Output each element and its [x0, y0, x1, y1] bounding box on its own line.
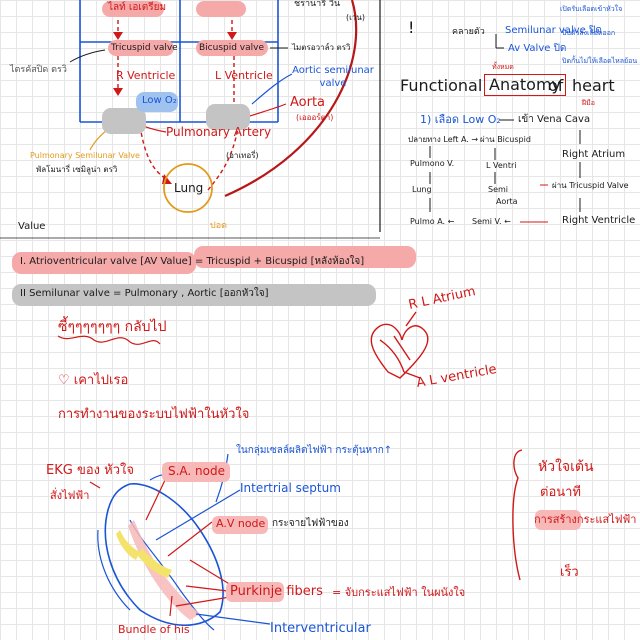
- circulation-arc: [224, 0, 358, 198]
- aortic-semilunar-label: Aortic semilunar valve: [292, 65, 374, 89]
- highlight-right-atrium: [102, 1, 164, 17]
- flow-bicuspid: ผ่าน Bicuspid: [480, 135, 531, 144]
- highlight-tricuspid: [108, 40, 174, 56]
- small-note-1: เปิดรับเลือดเข้าหัวใจ: [560, 5, 623, 13]
- highlight-av-row: [12, 252, 196, 274]
- flow-pulmo-a: Pulmo A. ←: [410, 217, 455, 226]
- lung-thai: ปอด: [210, 221, 227, 231]
- thai-line-2: การทำงานของระบบไฟฟ้าในหัวใจ: [58, 407, 250, 422]
- flow-right-atrium: Right Atrium: [562, 149, 626, 160]
- sa-node-note: ในกลุ่มเซลล์ผลิตไฟฟ้า กระตุ้นหาก↑: [236, 445, 393, 456]
- flow-chart-arrows: [429, 34, 581, 223]
- semilunar-open-label: Semilunar valve ปิด: [505, 25, 602, 36]
- scribble-underline: [57, 335, 161, 345]
- highlight-av-node: [212, 516, 268, 534]
- sa-node-label: S.A. node: [168, 464, 226, 478]
- highlight-valve-left: [102, 108, 146, 134]
- valve-heading: Value: [18, 221, 46, 232]
- bundle-of-his-label: Bundle of his: [118, 623, 190, 636]
- title-above-note: ทั้งหมด: [492, 63, 514, 71]
- tricuspid-label: Tricuspid valve: [111, 43, 178, 53]
- ekg-heart-diagram: [97, 473, 224, 631]
- exclaim-mark: !: [408, 18, 415, 37]
- ekg-label: EKG ของ หัวใจ: [46, 463, 134, 478]
- highlight-box-line: [535, 510, 581, 530]
- lung-label: Lung: [174, 181, 204, 195]
- vein-note: (เวน): [346, 13, 365, 22]
- r-ventricle-label: R Ventricle: [116, 69, 176, 82]
- flow-left-a: ปลายทาง Left A. →: [408, 135, 479, 144]
- small-note-2: ปิดกั้นไม่ให้เลือดไหลย้อน: [562, 57, 638, 65]
- highlight-semilunar-row: [12, 284, 376, 306]
- av-node-label: A.V node: [216, 517, 266, 530]
- heart-chamber-grid: [79, 0, 279, 123]
- flow-lung: Lung: [412, 185, 432, 194]
- interatrial-septum-label: Intertrial septum: [240, 481, 341, 495]
- right-atrium-label: ไลท์ เอเตรียม: [108, 2, 167, 13]
- pulmonary-semilunar-label: Pulmonary Semilunar Valve: [30, 151, 140, 160]
- pulmonary-artery-label: Pulmonary Artery: [166, 125, 272, 139]
- tricuspid-note: ไตรคัสปิด ตรวิ: [10, 65, 67, 75]
- thai-line-1: ♡ เคาไปเรอ: [58, 373, 129, 388]
- flow-head: 1) เลือด Low O₂: [420, 113, 501, 126]
- flow-semi: Semi: [488, 185, 509, 194]
- title-below-note: ฝีมือ: [582, 99, 595, 107]
- flow-semi-v: Semi V. ←: [472, 217, 511, 226]
- box-line-4: เร็ว: [560, 565, 579, 580]
- purkinje-label: Purkinje fibers: [230, 584, 323, 599]
- ekg-sub-label: สั่งไฟฟ้า: [50, 489, 90, 502]
- box-line-1: หัวใจเต้น: [538, 459, 594, 475]
- flow-vena: เข้า Vena Cava: [518, 114, 591, 125]
- highlight-bicuspid: [196, 40, 268, 56]
- highlight-valve-right: [206, 104, 250, 130]
- highlight-purkinje: [226, 582, 284, 602]
- l-ventricle-label: L Ventricle: [215, 69, 273, 82]
- flow-right-ventricle: Right Ventricle: [562, 215, 636, 226]
- box-line-3: การสร้างกระแสไฟฟ้า: [534, 513, 637, 526]
- aorta-label: Aorta: [290, 95, 326, 110]
- flow-l-ventri: L Ventri: [486, 161, 517, 170]
- av-valve-row: I. Atrioventricular valve [AV Value] = T…: [20, 256, 365, 267]
- scribble-note: ซี้ๆๆๆๆๆๆๆ กลับไป: [58, 319, 167, 335]
- aorta-thai: (เอออร์ตา): [296, 113, 334, 122]
- title-functional: Functional: [400, 76, 483, 95]
- note-bracket: [512, 449, 523, 581]
- pulmonary-semilunar-thai: พัลโมนารี่ เซมิลูน่า ตรวิ: [36, 165, 118, 174]
- bicuspid-label: Bicuspid valve: [199, 43, 265, 53]
- heart-doodle: [370, 311, 429, 379]
- av-node-note: กระจายไฟฟ้าของ: [272, 518, 349, 529]
- low-o2-label: Low O₂: [142, 95, 177, 106]
- highlight-low-o2: [136, 92, 178, 112]
- lung-circle: [163, 163, 213, 213]
- title-heart: heart: [572, 76, 615, 95]
- bicuspid-note: ไมตรอวาล์ว ตรวิ: [292, 43, 351, 52]
- flow-tricuspid: ผ่าน Tricuspid Valve: [552, 181, 629, 190]
- av-closed-label: Av Valve ปิด: [508, 43, 567, 54]
- highlight-av-valve: [194, 246, 416, 268]
- semilunar-row: II Semilunar valve = Pulmonary , Aortic …: [20, 288, 269, 299]
- highlight-left-atrium: [196, 1, 246, 17]
- flow-pulmo-v: Pulmono V.: [410, 159, 455, 168]
- purkinje-note: = จับกระแสไฟฟ้า ในผนังใจ: [332, 586, 466, 599]
- interventricular-label: Interventricular: [270, 621, 371, 636]
- close-label: คลายตัว: [452, 27, 485, 37]
- flow-arrows-dashed: [117, 6, 239, 191]
- title-of: of: [548, 76, 564, 95]
- title-anatomy-boxed: Anatomy: [484, 74, 567, 96]
- pulmonary-artery-thai: (อาเทอรี่): [226, 151, 259, 160]
- vena-cava-label: ชรานารี วีน: [294, 0, 341, 9]
- box-line-2: ต่อนาที: [540, 485, 582, 500]
- small-note-3: บีบตัวส่งเลือดออก: [562, 29, 616, 37]
- highlight-sa-node: [162, 462, 230, 482]
- flow-aorta: Aorta: [496, 197, 518, 206]
